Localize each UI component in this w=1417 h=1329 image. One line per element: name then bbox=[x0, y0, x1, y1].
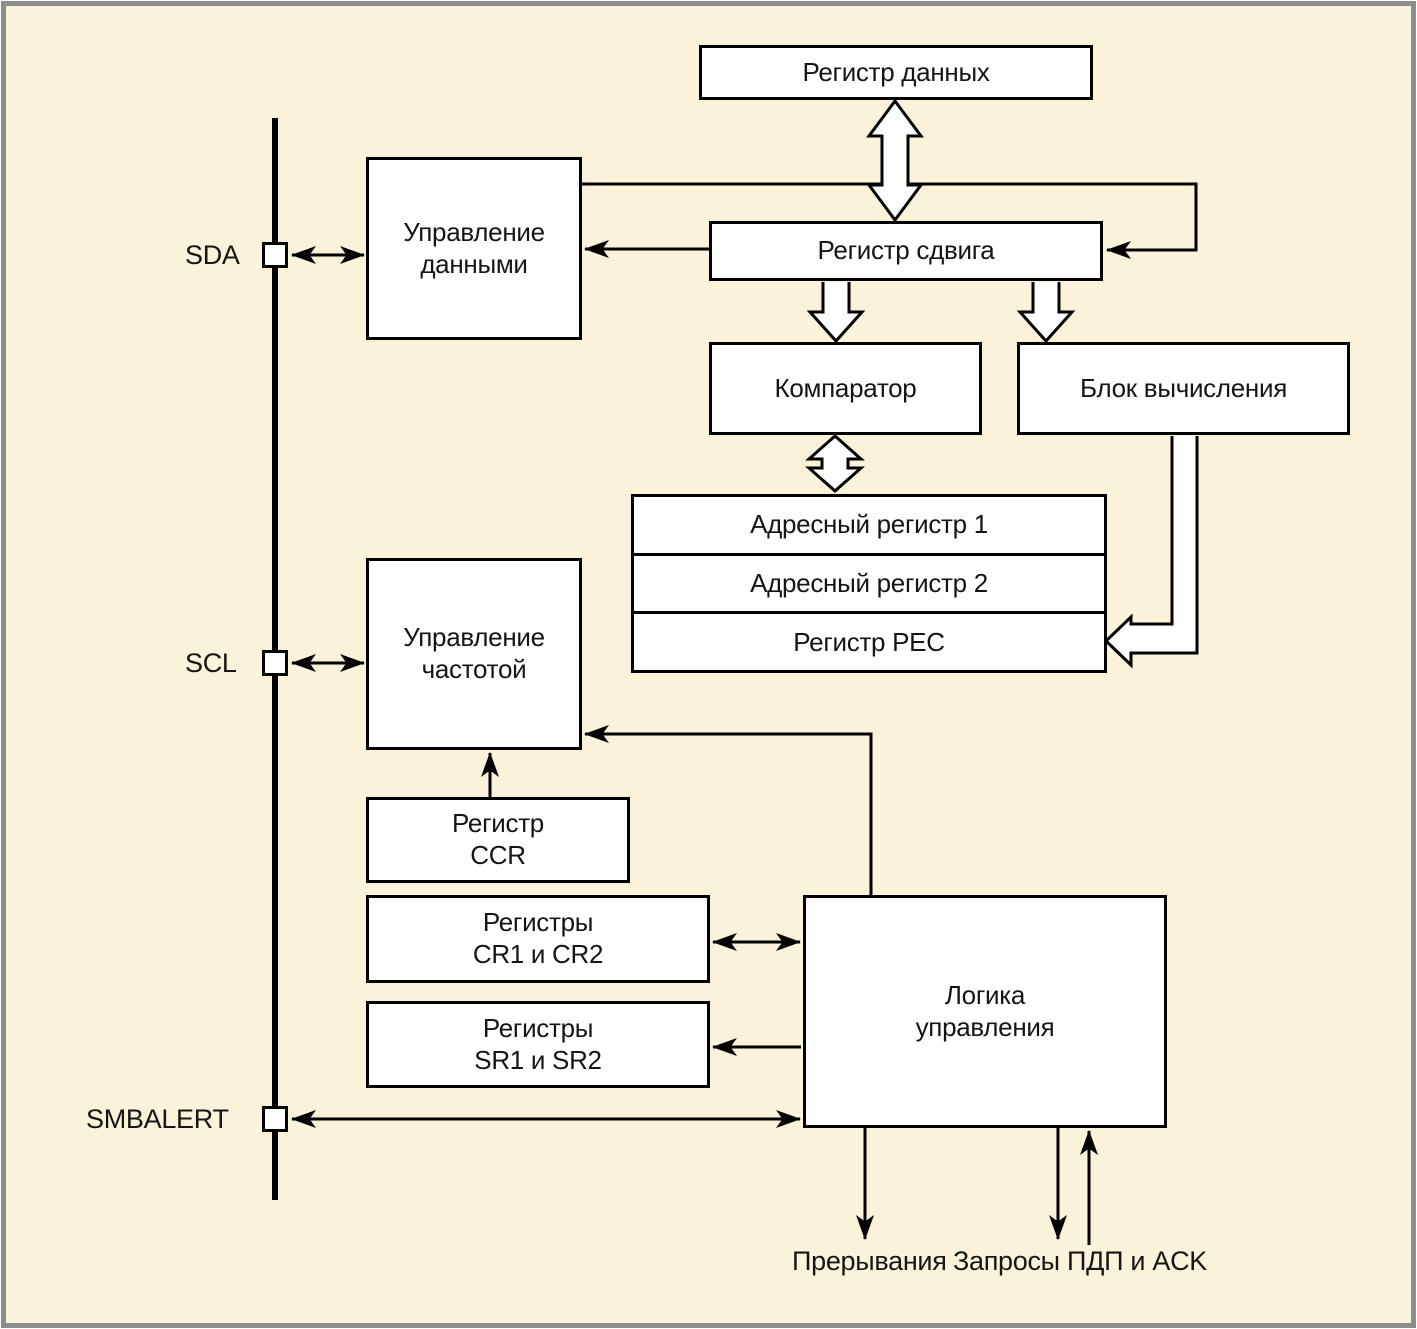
block-address-stack: Адресный регистр 1 Адресный регистр 2 Ре… bbox=[631, 494, 1107, 673]
block-ccr-register: Регистр CCR bbox=[366, 797, 630, 883]
block-cr-registers: Регистры CR1 и CR2 bbox=[366, 895, 710, 983]
block-comparator: Компаратор bbox=[709, 342, 982, 435]
block-sr-registers: Регистры SR1 и SR2 bbox=[366, 1001, 710, 1088]
output-label-interrupts: Прерывания bbox=[792, 1246, 947, 1276]
pin-label-smbalert: SMBALERT bbox=[86, 1104, 229, 1134]
block-calc-unit: Блок вычисления bbox=[1017, 342, 1350, 435]
block-addr-register-1: Адресный регистр 1 bbox=[750, 509, 988, 540]
output-label-dma-ack: Запросы ПДП и ACK bbox=[953, 1246, 1207, 1276]
pin-label-scl: SCL bbox=[185, 648, 237, 678]
block-data-control: Управление данными bbox=[366, 157, 582, 340]
arrow-calcunit-pec bbox=[1103, 436, 1199, 669]
pin-scl-square bbox=[262, 650, 288, 676]
block-shift-register: Регистр сдвига bbox=[709, 221, 1103, 281]
wire-logic-to-clockcontrol bbox=[584, 725, 873, 895]
arrow-shift-calcunit bbox=[1016, 282, 1076, 344]
block-addr-register-2: Адресный регистр 2 bbox=[634, 552, 1104, 612]
arrow-comparator-addrreg bbox=[805, 433, 865, 494]
pin-smbalert-square bbox=[262, 1106, 288, 1132]
block-data-register: Регистр данных bbox=[699, 45, 1093, 100]
block-control-logic: Логика управления bbox=[803, 895, 1167, 1128]
arrow-shift-comparator bbox=[806, 282, 866, 344]
arrow-dataregister-shift bbox=[866, 98, 924, 223]
block-clock-control: Управление частотой bbox=[366, 558, 582, 750]
pin-label-sda: SDA bbox=[185, 240, 240, 270]
block-pec-register: Регистр PEC bbox=[634, 611, 1104, 670]
pin-sda-square bbox=[262, 242, 288, 268]
